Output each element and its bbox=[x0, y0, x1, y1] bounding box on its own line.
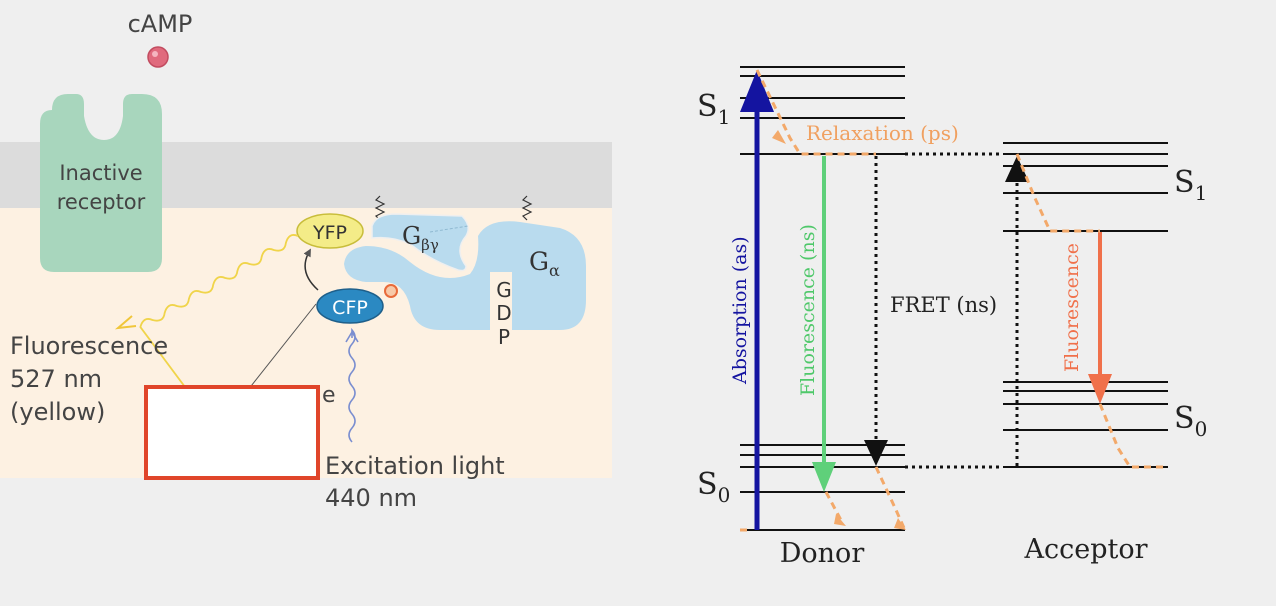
fluorescence-color: (yellow) bbox=[10, 398, 105, 426]
left-panel: cAMP Inactive receptor Gβγ Gα G D P YFP … bbox=[0, 10, 612, 512]
cfp-protein bbox=[316, 288, 384, 324]
gdp-letter-p: P bbox=[498, 325, 510, 349]
acceptor-fluorescence-label: Fluorescence bbox=[1061, 243, 1083, 372]
redaction-box bbox=[144, 385, 320, 480]
inactive-receptor-shape bbox=[40, 94, 162, 272]
acceptor-s0-label: S0 bbox=[1174, 401, 1207, 441]
lipid-anchor-alpha bbox=[521, 195, 533, 221]
fluorescence-wavelength: 527 nm bbox=[10, 365, 102, 393]
g-beta-gamma-subunit bbox=[371, 213, 469, 272]
acceptor-label: Acceptor bbox=[1023, 534, 1147, 565]
pointer-line bbox=[239, 303, 317, 401]
cfp-label: CFP bbox=[332, 297, 368, 319]
relaxation-label: Relaxation (ps) bbox=[806, 121, 959, 145]
receptor-label-line2: receptor bbox=[57, 190, 146, 214]
fret-transfer-arrow bbox=[303, 248, 319, 291]
g-alpha-subunit bbox=[344, 221, 586, 330]
donor-fluorescence-label: Fluorescence (ns) bbox=[797, 224, 819, 396]
gdp-letter-d: D bbox=[496, 301, 511, 325]
absorption-label: Absorption (as) bbox=[729, 236, 751, 385]
binding-site-dot bbox=[384, 284, 398, 298]
g-alpha-label: Gα bbox=[529, 247, 560, 280]
relaxation-paths bbox=[740, 69, 1168, 532]
excitation-wavelength: 440 nm bbox=[325, 484, 417, 512]
donor-s0-label: S0 bbox=[697, 467, 730, 507]
receptor-label-line1: Inactive bbox=[59, 161, 142, 185]
fret-label-fragment-end: e bbox=[322, 383, 336, 408]
acceptor-s1-levels bbox=[1003, 142, 1168, 232]
acceptor-s0-levels bbox=[1003, 381, 1168, 468]
excitation-label: Excitation light bbox=[325, 452, 505, 480]
donor-label: Donor bbox=[780, 538, 865, 569]
right-panel: S1 S0 S1 S0 Relaxation (ps) Absorption (… bbox=[697, 66, 1207, 569]
lipid-anchor-beta-gamma bbox=[374, 195, 386, 221]
donor-s1-levels bbox=[740, 66, 905, 155]
yfp-label: YFP bbox=[312, 222, 347, 244]
acceptor-s1-label: S1 bbox=[1174, 165, 1207, 205]
gdp-letter-g: G bbox=[496, 278, 512, 302]
excitation-wave bbox=[348, 327, 356, 443]
yellow-fluorescence-wave bbox=[139, 234, 299, 398]
fret-label: FRET (ns) bbox=[890, 293, 997, 317]
yfp-protein bbox=[296, 213, 364, 249]
donor-s1-label: S1 bbox=[697, 89, 730, 129]
fluorescence-label: Fluorescence bbox=[10, 332, 168, 360]
camp-molecule bbox=[147, 46, 169, 68]
camp-label: cAMP bbox=[128, 10, 193, 38]
g-beta-gamma-label: Gβγ bbox=[402, 222, 439, 254]
